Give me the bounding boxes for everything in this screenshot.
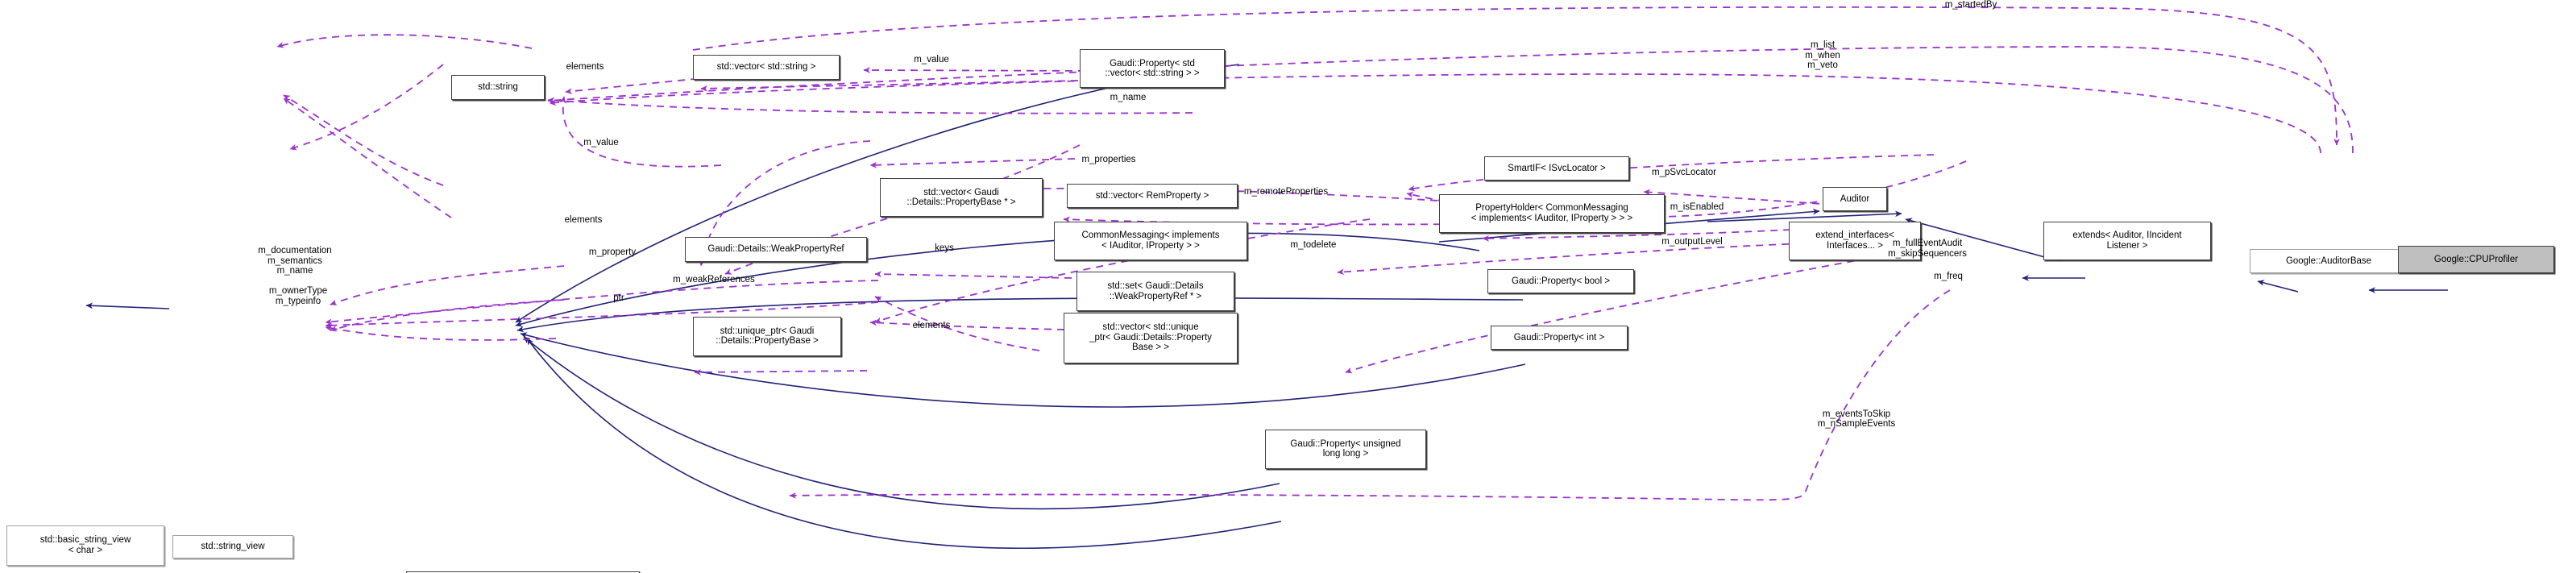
edge-label-elements_top: elements [566, 62, 604, 73]
edge-label-m_freq: m_freq [1934, 272, 1963, 282]
node-basic_string_view[interactable]: std::basic_string_view < char > [6, 525, 164, 566]
node-weak_property_ref[interactable]: Gaudi::Details::WeakPropertyRef [685, 237, 867, 262]
edge-label-m_isEnabled: m_isEnabled [1670, 202, 1724, 213]
node-prop_ull[interactable]: Gaudi::Property< unsigned long long > [1265, 430, 1426, 469]
edge-label-m_fullEventAudit: m_fullEventAudit m_skipSequencers [1888, 239, 1967, 259]
node-property_base[interactable]: Gaudi::Details::PropertyBase [406, 571, 640, 573]
node-prop_int[interactable]: Gaudi::Property< int > [1491, 325, 1628, 351]
edge-label-m_property: m_property [588, 247, 637, 257]
node-prop_bool[interactable]: Gaudi::Property< bool > [1487, 268, 1634, 294]
edge-label-m_startedBy: m_startedBy [1944, 0, 1997, 10]
edge-label-ptr: ptr [613, 293, 624, 304]
edge-label-m_remoteProperties: m_remoteProperties [1243, 186, 1329, 197]
node-google_auditorbase[interactable]: Google::AuditorBase [2250, 248, 2408, 274]
edge-label-m_documentation: m_documentation m_semantics m_name [258, 246, 332, 276]
edge-label-m_list_when_veto: m_list m_when m_veto [1805, 40, 1840, 71]
edge-label-elements_bottom: elements [912, 321, 951, 331]
node-string_view[interactable]: std::string_view [172, 535, 293, 558]
edge-label-m_todelete: m_todelete [1290, 239, 1337, 250]
node-vec_remproperty[interactable]: std::vector< RemProperty > [1067, 183, 1238, 209]
node-smartif_isvc[interactable]: SmartIF< ISvcLocator > [1484, 156, 1629, 181]
edge-label-m_ownerType: m_ownerType m_typeinfo [268, 286, 328, 306]
node-property_holder[interactable]: PropertyHolder< CommonMessaging < implem… [1439, 193, 1665, 233]
node-string[interactable]: std::string [451, 75, 545, 100]
node-vec_string[interactable]: std::vector< std::string > [693, 55, 840, 80]
edge-label-m_name: m_name [1110, 92, 1147, 102]
node-prop_vec_string[interactable]: Gaudi::Property< std ::vector< std::stri… [1080, 49, 1225, 89]
edge-label-m_value_vec: m_value [914, 55, 949, 65]
edge-label-keys: keys [935, 243, 954, 253]
node-uniq_ptr_propbase[interactable]: std::unique_ptr< Gaudi ::Details::Proper… [693, 317, 841, 356]
edge-label-m_properties: m_properties [1081, 155, 1136, 165]
edge-label-m_outputLevel: m_outputLevel [1661, 237, 1723, 247]
node-vec_uniq_ptr[interactable]: std::vector< std::unique _ptr< Gaudi::De… [1064, 312, 1238, 363]
node-set_weak_ref[interactable]: std::set< Gaudi::Details ::WeakPropertyR… [1076, 272, 1234, 311]
edge-label-m_weakReferences: m_weakReferences [673, 275, 755, 285]
edge-label-m_value_str: m_value [583, 137, 619, 147]
node-google_cpuprofiler[interactable]: Google::CPUProfiler [2398, 246, 2554, 274]
node-vec_propbase_ptr[interactable]: std::vector< Gaudi ::Details::PropertyBa… [880, 177, 1043, 218]
inheritance-edges [85, 64, 2448, 550]
edge-label-elements_mid: elements [564, 215, 603, 226]
node-auditor[interactable]: Auditor [1823, 186, 1887, 212]
node-common_messaging[interactable]: CommonMessaging< implements < IAuditor, … [1054, 221, 1247, 261]
edge-label-m_pSvcLocator: m_pSvcLocator [1652, 168, 1716, 178]
edge-label-m_eventsToSkip: m_eventsToSkip m_nSampleEvents [1817, 409, 1896, 430]
node-extends_auditor[interactable]: extends< Auditor, IIncident Listener > [2043, 221, 2211, 261]
